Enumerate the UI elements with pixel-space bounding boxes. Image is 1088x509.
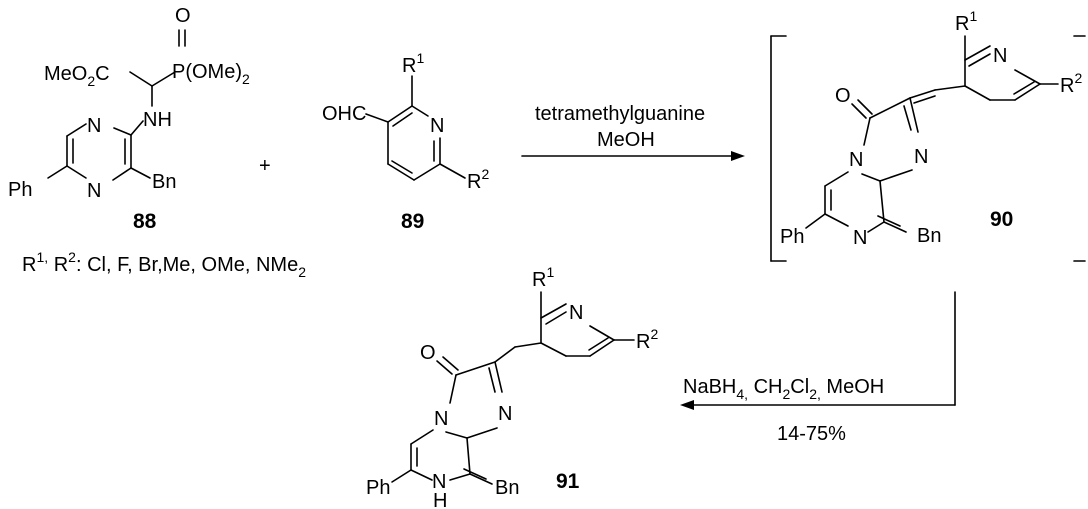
r1-label-90: R1 (955, 8, 977, 35)
pyrazine-n2: N (87, 180, 101, 202)
reagents-step2: NaBH4, CH2Cl2, MeOH (683, 376, 884, 402)
ph-label-88: Ph (8, 179, 32, 201)
r1-label-89: R1 (402, 50, 424, 77)
phosphonate-group: P(OMe)2 (172, 61, 250, 87)
bn-label-88: Bn (152, 171, 176, 193)
ph-label-90: Ph (780, 226, 804, 248)
r2-label-90: R2 (1060, 70, 1082, 97)
compound-90-structure: R1 N R2 O N N N (780, 8, 1082, 249)
r2-label-89: R2 (467, 166, 489, 193)
pyridine-n-89: N (430, 115, 444, 137)
compound-89-label: 89 (401, 210, 424, 233)
imidazole-n-90: N (914, 146, 928, 168)
pyrazine-n-90: N (853, 227, 867, 249)
arrow-head-1 (731, 151, 745, 161)
substituent-list: R1, R2: Cl, F, Br,Me, OMe, NMe2 (22, 249, 306, 280)
pyridine-n-90: N (993, 45, 1007, 67)
plus-sign: + (259, 155, 271, 177)
carbonyl-o-91: O (420, 342, 436, 364)
compound-91-label: 91 (556, 470, 580, 493)
compound-88-label: 88 (133, 210, 157, 233)
compound-89-structure: OHC R1 N R2 (322, 50, 489, 193)
bracket-right (1073, 35, 1086, 262)
nh-label: NH (143, 109, 172, 131)
nh-label-91: N (432, 471, 446, 493)
solvent-meoh-step1: MeOH (597, 129, 655, 151)
bridgehead-n-91: N (434, 408, 448, 430)
reagent-tetramethylguanine: tetramethylguanine (535, 103, 705, 125)
pyrazine-n1: N (87, 115, 101, 137)
compound-88-structure: MeO2C O P(OMe)2 NH N N Bn Ph (8, 5, 250, 202)
bn-label-90: Bn (917, 225, 941, 247)
imidazole-n-91: N (498, 403, 512, 425)
compound-90-label: 90 (990, 208, 1013, 231)
carbonyl-o-90: O (835, 85, 851, 107)
cho-label: OHC (322, 103, 366, 125)
yield-step2: 14-75% (777, 423, 846, 445)
pyridine-n-91: N (569, 302, 583, 324)
arrow-head-2 (680, 400, 694, 410)
bridgehead-n-90: N (849, 149, 863, 171)
bn-label-91: Bn (495, 477, 519, 499)
nh-h-label-91: H (433, 490, 447, 509)
ph-label-91: Ph (366, 477, 390, 499)
meo2c-label: MeO2C (44, 63, 110, 89)
bracket-left (770, 35, 787, 262)
r2-label-91: R2 (636, 326, 658, 353)
phosphonate-o: O (175, 5, 191, 27)
r1-label-91: R1 (532, 264, 554, 291)
compound-91-structure: R1 N R2 O N N N H (366, 264, 658, 509)
